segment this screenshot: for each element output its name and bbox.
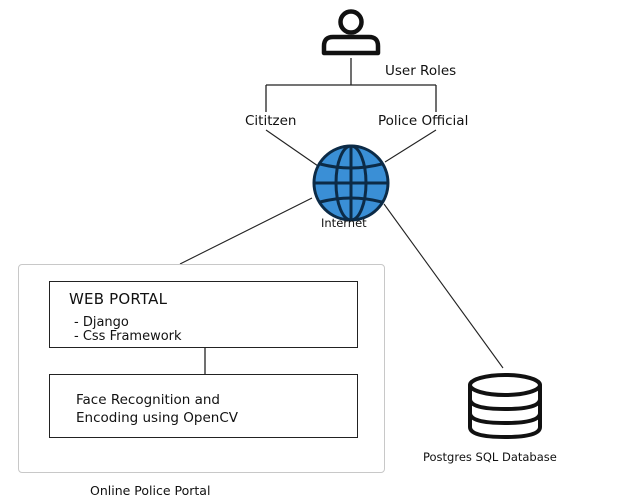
face-recognition-line-2: Encoding using OpenCV	[76, 410, 238, 426]
web-portal-box: WEB PORTAL - Django - Css Framework	[49, 281, 358, 348]
internet-label: Internet	[321, 216, 367, 230]
internet-to-database-line	[383, 203, 504, 369]
citizen-role-label: Cititzen	[245, 113, 297, 129]
online-police-portal-label: Online Police Portal	[90, 483, 211, 497]
face-recognition-box: Face Recognition and Encoding using Open…	[49, 374, 358, 438]
internet-to-portal-line	[179, 197, 313, 265]
face-recognition-text: Face Recognition and Encoding using Open…	[76, 391, 346, 427]
online-police-portal-frame	[18, 264, 385, 473]
database-icon	[468, 373, 542, 440]
web-portal-title: WEB PORTAL	[69, 290, 168, 308]
tech-item-css-framework: - Css Framework	[74, 329, 182, 344]
citizen-to-internet-line	[265, 129, 319, 167]
user-roles-label: User Roles	[385, 63, 457, 79]
official-to-internet-line	[384, 129, 437, 163]
user-icon	[321, 9, 381, 56]
globe-icon	[312, 144, 390, 222]
database-label: Postgres SQL Database	[423, 450, 557, 464]
tech-item-django: - Django	[74, 315, 129, 330]
face-recognition-line-1: Face Recognition and	[76, 392, 221, 408]
police-official-role-label: Police Official	[378, 113, 469, 129]
